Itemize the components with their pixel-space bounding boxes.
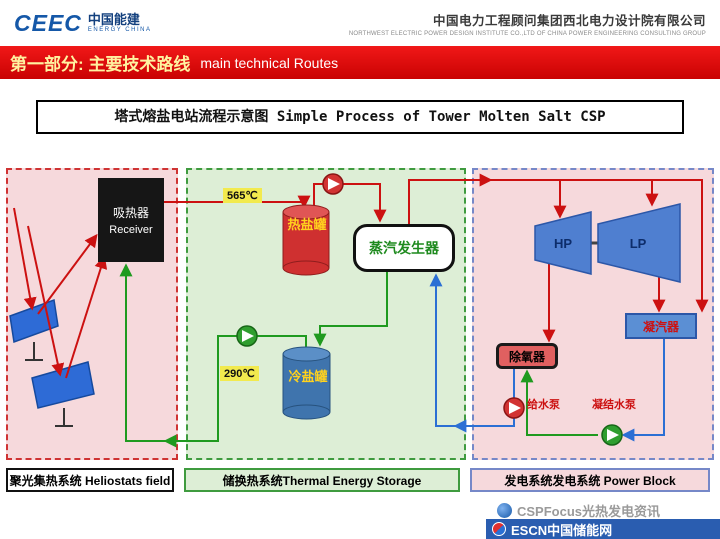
- cold-temperature-label: 290℃: [220, 366, 259, 381]
- feedwater-pump-label: 给水泵: [527, 399, 560, 411]
- condensate-pump-label: 凝结水泵: [592, 399, 636, 411]
- escn-icon: [492, 522, 506, 536]
- cspfocus-icon: [497, 503, 512, 518]
- diagram-title: 塔式熔盐电站流程示意图 Simple Process of Tower Molt…: [36, 100, 684, 134]
- hot-tank-label: 热盐罐: [287, 217, 327, 232]
- ceec-logo-icon: CEEC: [14, 9, 82, 36]
- escn-text: ESCN中国储能网: [511, 522, 613, 538]
- process-diagram: HP LP 吸热器 Receiver 565℃ 290℃ 热盐罐 冷盐罐 蒸汽发…: [4, 166, 716, 464]
- company-name-cn: 中国电力工程顾问集团西北电力设计院有限公司: [432, 13, 706, 28]
- condenser-box: 凝汽器: [625, 313, 697, 339]
- thermal-storage-caption: 储换热系统Thermal Energy Storage: [184, 468, 460, 492]
- receiver-label-en: Receiver: [109, 224, 153, 236]
- logo-name-cn: 中国能建: [87, 11, 140, 27]
- ceec-logo: CEEC 中国能建 ENERGY CHINA: [14, 10, 151, 37]
- thermal-storage-panel: [186, 168, 466, 460]
- receiver-box: 吸热器 Receiver: [98, 178, 164, 262]
- steam-generator-box: 蒸汽发生器: [353, 224, 455, 272]
- logo-name-en: ENERGY CHINA: [87, 26, 152, 33]
- cspfocus-watermark: CSPFocus光热发电资讯: [497, 501, 660, 520]
- company-name-block: 中国电力工程顾问集团西北电力设计院有限公司 NORTHWEST ELECTRIC…: [349, 10, 706, 37]
- heliostat-field-caption: 聚光集热系统 Heliostats field: [6, 468, 174, 492]
- receiver-label-cn: 吸热器: [112, 206, 149, 220]
- cold-tank-label: 冷盐罐: [288, 369, 328, 384]
- section-banner: 第一部分: 主要技术路线 main technical Routes: [0, 46, 720, 79]
- escn-watermark: ESCN中国储能网: [486, 519, 720, 539]
- power-block-caption: 发电系统发电系统 Power Block: [470, 468, 710, 492]
- hot-temperature-label: 565℃: [223, 188, 262, 203]
- slide-header: CEEC 中国能建 ENERGY CHINA 中国电力工程顾问集团西北电力设计院…: [0, 0, 720, 46]
- section-title-en: main technical Routes: [200, 54, 339, 71]
- deaerator-box: 除氧器: [496, 343, 558, 369]
- company-name-en: NORTHWEST ELECTRIC POWER DESIGN INSTITUT…: [348, 30, 706, 37]
- cspfocus-text: CSPFocus光热发电资讯: [517, 504, 661, 519]
- section-title-cn: 第一部分: 主要技术路线: [10, 55, 191, 74]
